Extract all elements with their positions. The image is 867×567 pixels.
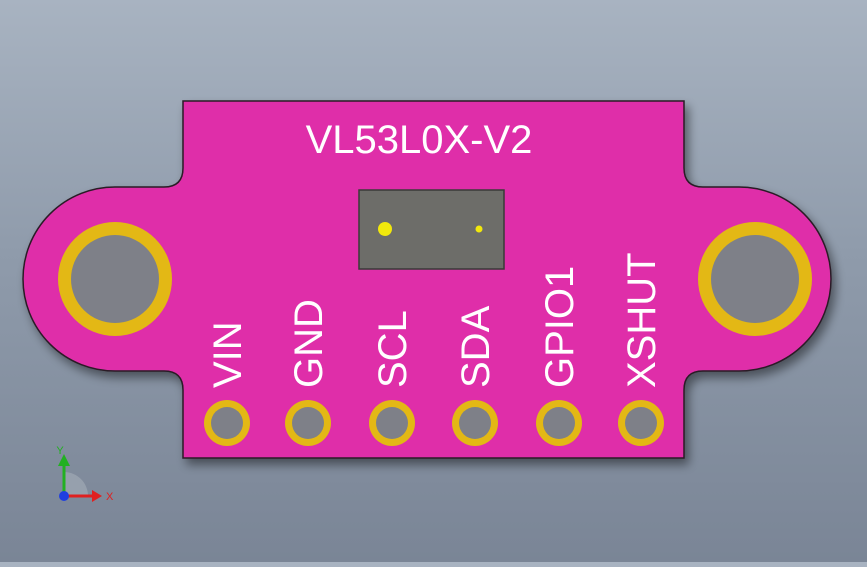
pin-label-vin: VIN <box>206 321 250 388</box>
pin-pad-xshut <box>618 400 664 446</box>
mounting-hole-left <box>58 222 172 336</box>
axis-triad: Y X <box>56 445 114 503</box>
pin-pad-sda <box>452 400 498 446</box>
y-axis-label: Y <box>56 445 64 457</box>
triad-sector <box>64 472 88 496</box>
vl53l0x-sensor-chip <box>358 189 505 270</box>
pin-label-xshut: XSHUT <box>620 252 664 388</box>
board-title: VL53L0X-V2 <box>306 118 533 162</box>
pin-pad-scl <box>369 400 415 446</box>
pin-labels: VIN GND SCL SDA GPIO1 XSHUT <box>206 252 664 388</box>
receiver-dot <box>475 225 483 233</box>
pin-pads <box>204 400 664 446</box>
z-axis-dot <box>59 491 69 501</box>
pin-label-gpio1: GPIO1 <box>538 266 582 388</box>
pin-pad-gpio1 <box>536 400 582 446</box>
pin-label-gnd: GND <box>287 299 331 388</box>
pcb-board <box>22 100 832 459</box>
emitter-dot <box>378 222 392 236</box>
y-axis-arrow <box>58 454 70 466</box>
mounting-hole-right <box>698 222 812 336</box>
pin-label-sda: SDA <box>454 305 498 388</box>
x-axis-arrow <box>92 490 102 502</box>
pin-pad-gnd <box>285 400 331 446</box>
pin-pad-vin <box>204 400 250 446</box>
x-axis-label: X <box>106 491 114 503</box>
pin-label-scl: SCL <box>371 310 415 388</box>
